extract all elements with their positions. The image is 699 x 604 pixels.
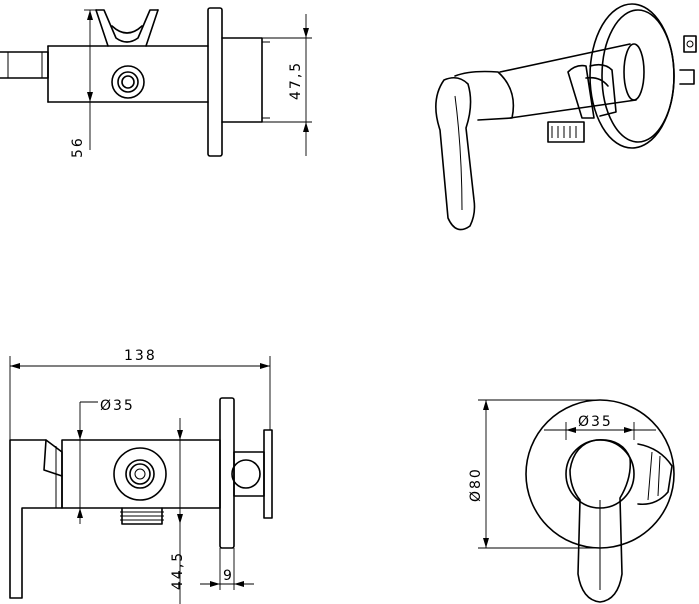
side-view-top: 56 47,5 [0,7,312,158]
side-view-bottom: 138 Ø35 44,5 [9,348,273,604]
dim-body-diameter: Ø35 [100,398,135,414]
dim-height-upper: 47,5 [288,61,304,100]
front-view: Ø80 Ø35 [468,399,675,603]
dim-outlet-height: 44,5 [170,551,186,590]
dim-height-total: 56 [70,136,86,158]
dim-plate-thickness: 9 [223,568,234,584]
isometric-view [435,3,697,231]
dim-front-diameter: Ø35 [578,414,613,430]
dim-length-total: 138 [124,348,157,364]
dim-rosette-diameter: Ø80 [468,467,484,502]
